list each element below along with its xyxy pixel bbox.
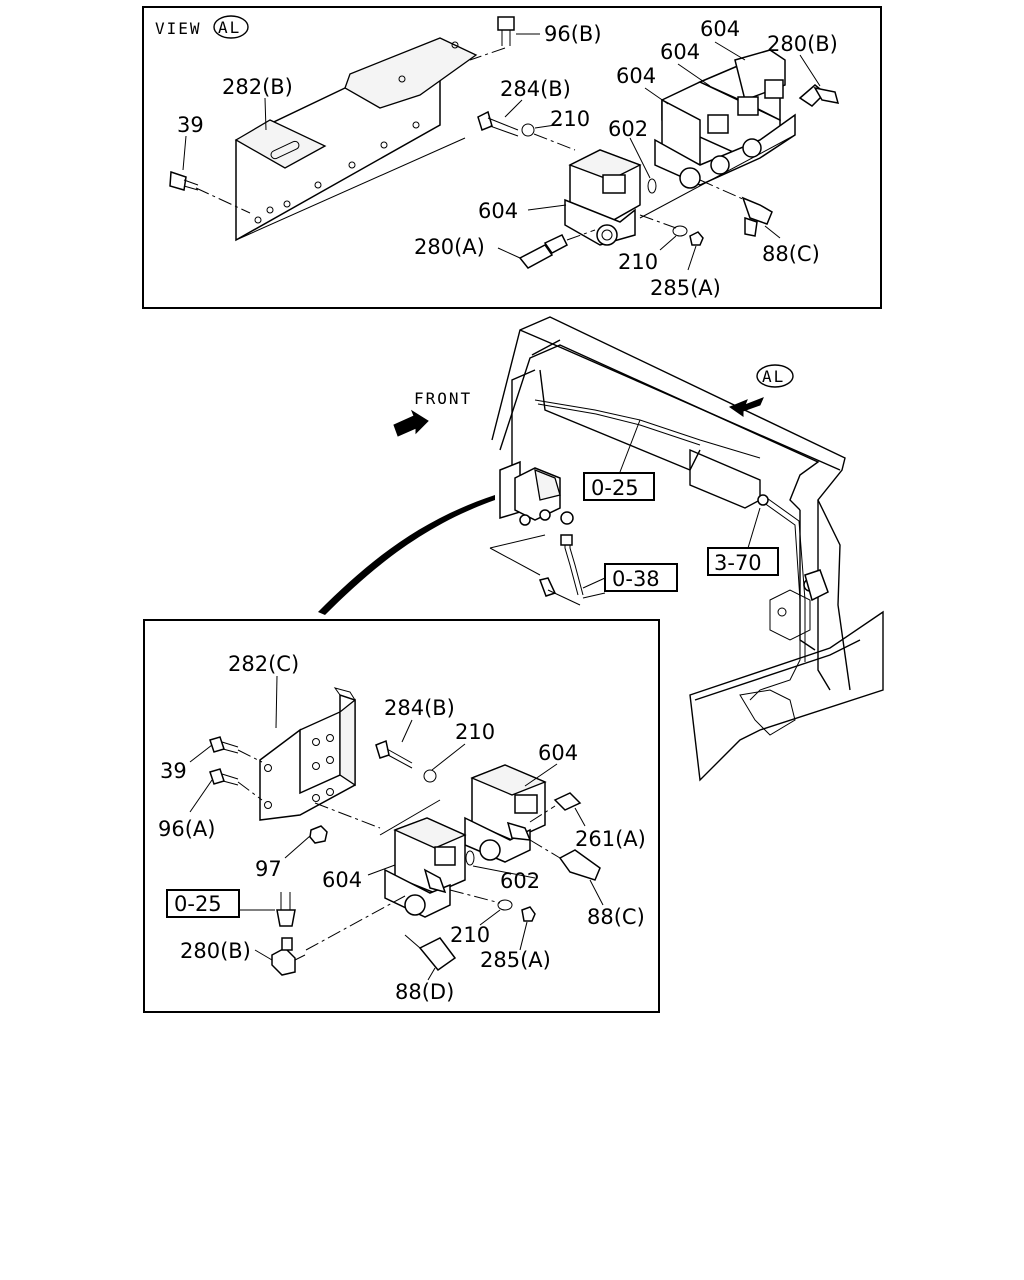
label-210-top: 210 — [550, 107, 590, 131]
ref-0-25[interactable]: 0-25 — [591, 476, 639, 500]
ref-box-0-25[interactable] — [583, 472, 655, 501]
view-title: VIEW — [155, 19, 202, 38]
valve-stack-604 — [654, 49, 796, 189]
bolt-39-top — [169, 170, 199, 191]
bracket-282b — [234, 37, 478, 242]
fitting-261a — [553, 792, 582, 811]
ref-box-3-70[interactable] — [707, 547, 779, 576]
fitting-88d — [404, 934, 457, 972]
label-210-detail-top: 210 — [455, 720, 495, 744]
label-210-detail-bottom: 210 — [450, 923, 490, 947]
label-280a: 280(A) — [414, 235, 485, 259]
label-604-detail-upper: 604 — [538, 741, 578, 765]
bolt-284b-detail — [375, 739, 413, 769]
label-96b: 96(B) — [544, 22, 602, 46]
label-284b-top: 284(B) — [500, 77, 571, 101]
valve-604-detail-lower — [384, 817, 467, 918]
label-285a-detail: 285(A) — [480, 948, 551, 972]
label-280b-top: 280(B) — [767, 32, 838, 56]
label-604-front: 604 — [478, 199, 518, 223]
fitting-280b-detail — [271, 937, 306, 976]
ref-3-70[interactable]: 3-70 — [714, 551, 762, 575]
ref-box-0-25-detail[interactable] — [166, 889, 240, 918]
view-al-panel: VIEW AL — [142, 6, 882, 309]
label-602-top: 602 — [608, 117, 648, 141]
oring-602-top — [647, 178, 657, 194]
label-280b-detail: 280(B) — [180, 939, 251, 963]
fitting-88c-top — [741, 196, 773, 237]
label-39-detail: 39 — [160, 759, 187, 783]
bolt-96a — [209, 768, 239, 786]
label-39-top: 39 — [177, 113, 204, 137]
nut-285a-detail — [521, 906, 536, 922]
fitting-88c-detail — [558, 849, 601, 881]
view-al-arrow — [728, 397, 764, 417]
detail-panel: 282(C) 284(B) 210 604 39 96(A) 261(A) 97… — [143, 619, 660, 1013]
main-frame-view: FRONT AL 0-25 3-70 0-38 — [318, 316, 884, 782]
main-valve-assembly — [499, 460, 574, 526]
label-285a-top: 285(A) — [650, 276, 721, 300]
bolt-96b — [497, 16, 515, 46]
ref-box-0-38[interactable] — [604, 563, 678, 592]
label-282b: 282(B) — [222, 75, 293, 99]
label-604-stack-low: 604 — [616, 64, 656, 88]
view-ref-circle — [213, 15, 249, 39]
main-view-ref-label: AL — [762, 367, 785, 386]
ref-0-38[interactable]: 0-38 — [612, 567, 660, 591]
label-604-detail-lower: 604 — [322, 868, 362, 892]
nut-285a — [689, 231, 704, 246]
bolt-39-detail — [209, 736, 239, 754]
bracket-282c — [259, 687, 356, 821]
washer-210-detail-top — [423, 769, 437, 783]
label-210-bottom-top: 210 — [618, 250, 658, 274]
washer-210-detail-bottom — [497, 899, 513, 911]
label-604-stack-mid: 604 — [660, 40, 700, 64]
valve-604-detail-upper — [464, 764, 547, 863]
label-261a: 261(A) — [575, 827, 646, 851]
ref-0-25-detail[interactable]: 0-25 — [174, 892, 222, 916]
nut-97 — [309, 825, 328, 844]
valve-604-front — [564, 149, 642, 246]
fitting-280b-top — [798, 84, 840, 107]
label-602-detail: 602 — [500, 869, 540, 893]
washer-210-bottom — [672, 225, 688, 237]
front-label: FRONT — [414, 389, 472, 408]
label-282c: 282(C) — [228, 652, 299, 676]
main-view-ref-circle — [756, 364, 794, 388]
callout-arc — [318, 495, 495, 615]
washer-210-top — [521, 123, 535, 137]
label-88d: 88(D) — [395, 980, 454, 1004]
fitting-280a — [518, 234, 568, 269]
label-284b-detail: 284(B) — [384, 696, 455, 720]
label-88c-top: 88(C) — [762, 242, 820, 266]
label-604-stack-top: 604 — [700, 17, 740, 41]
label-96a: 96(A) — [158, 817, 215, 841]
bolt-284b-top — [477, 110, 519, 137]
oring-602-detail — [465, 850, 475, 866]
label-97: 97 — [255, 857, 282, 881]
view-ref-label: AL — [218, 18, 241, 37]
label-88c-detail: 88(C) — [587, 905, 645, 929]
front-arrow — [393, 409, 429, 437]
